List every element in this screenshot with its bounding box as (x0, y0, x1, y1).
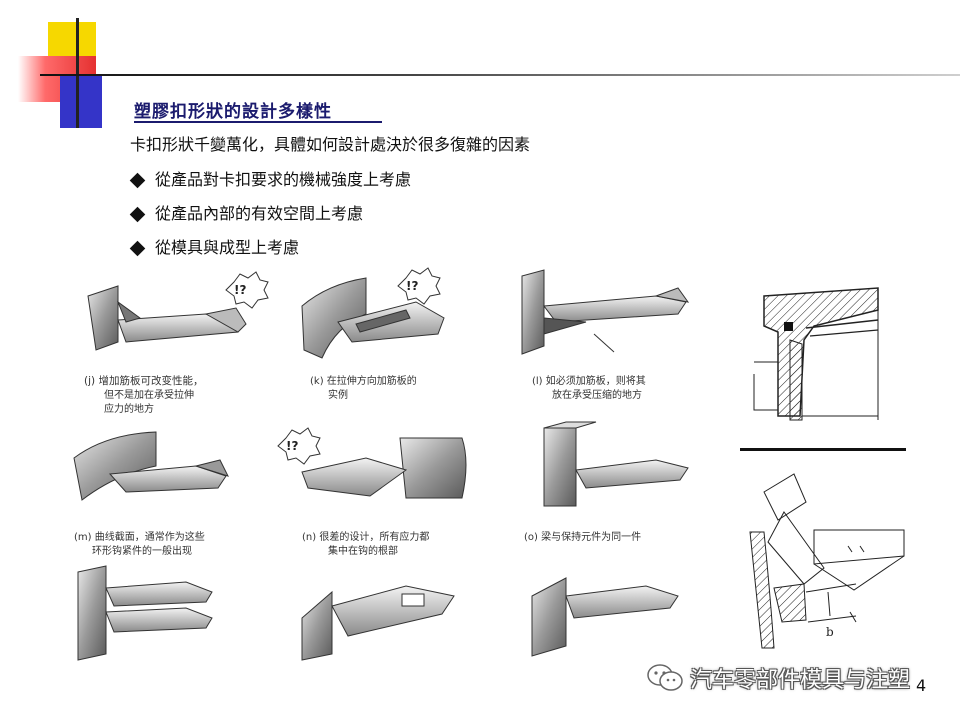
hook-illustration-l (521, 269, 690, 355)
decor-vertical-line (76, 18, 79, 128)
watermark: 汽车零部件模具与注塑 (646, 662, 910, 694)
intro-text: 卡扣形狀千變萬化，具體如何設計處決於很多復雜的因素 (130, 135, 531, 154)
hook-illustration-n (301, 437, 467, 499)
bullet-text: 從產品對卡扣要求的機械強度上考慮 (155, 170, 412, 189)
caption-n-line1: (n) 很差的设计，所有应力都 (302, 530, 429, 543)
hook-illustration-q (301, 585, 455, 661)
slide-title: 塑膠扣形狀的設計多樣性 (134, 102, 332, 122)
bullet-text: 從模具與成型上考慮 (155, 238, 300, 257)
wechat-logo-icon (647, 664, 683, 691)
caption-l-line2: 放在承受压缩的地方 (552, 388, 642, 401)
question-mark-burst-icon: !? (397, 267, 441, 305)
drawing-separator (740, 448, 906, 451)
caption-l-line1: (l) 如必须加筋板，则将其 (532, 374, 646, 387)
caption-m-line2: 环形钩紧件的一般出现 (92, 544, 192, 557)
dimension-label: b (826, 625, 834, 639)
bullet-item: 從產品對卡扣要求的機械強度上考慮 (129, 166, 412, 190)
watermark-text: 汽车零部件模具与注塑 (690, 668, 911, 693)
decor-horizontal-rule (40, 74, 960, 76)
cross-section-drawing-top (753, 287, 879, 421)
decor-blue-square (60, 76, 102, 128)
hook-illustration-r (531, 577, 679, 657)
diamond-bullet-icon (129, 240, 146, 256)
caption-n-line2: 集中在钩的根部 (328, 544, 398, 557)
caption-o-line1: (o) 梁与保持元件为同一件 (524, 530, 641, 543)
caption-k-line2: 实例 (328, 388, 348, 401)
caption-j-line2: 但不是加在承受拉伸 (104, 388, 194, 401)
bullet-item: 從模具與成型上考慮 (129, 234, 300, 258)
bullet-text: 從產品內部的有效空間上考慮 (155, 204, 364, 223)
caption-k-line1: (k) 在拉伸方向加筋板的 (310, 374, 417, 387)
hook-illustration-j (87, 285, 247, 351)
hook-illustration-k (301, 277, 445, 359)
question-mark-burst-icon: !? (277, 427, 321, 465)
caption-j-line1: (j) 增加筋板可改变性能， (84, 374, 203, 387)
hook-illustration-o (543, 421, 689, 507)
diamond-bullet-icon (129, 206, 146, 222)
snap-fit-illustrations: !? (j) 增加筋板可改变性能， 但不是加在承受拉伸 应力的地方 !? (k)… (66, 262, 716, 662)
title-underline (134, 121, 382, 123)
page-number: 4 (916, 676, 927, 695)
diamond-bullet-icon (129, 172, 146, 188)
exclaim-mark-label: !? (286, 439, 298, 453)
exclaim-mark-label: !? (406, 279, 418, 293)
caption-j-line3: 应力的地方 (104, 402, 154, 415)
exclaim-mark-label: !? (234, 283, 246, 297)
caption-m-line1: (m) 曲线截面，通常作为这些 (74, 530, 205, 543)
hook-illustration-m (73, 431, 229, 501)
bullet-item: 從產品內部的有效空間上考慮 (129, 200, 364, 224)
question-mark-burst-icon: !? (225, 271, 269, 309)
hook-illustration-p (77, 565, 213, 661)
cross-section-drawing-bottom: b (749, 473, 905, 649)
